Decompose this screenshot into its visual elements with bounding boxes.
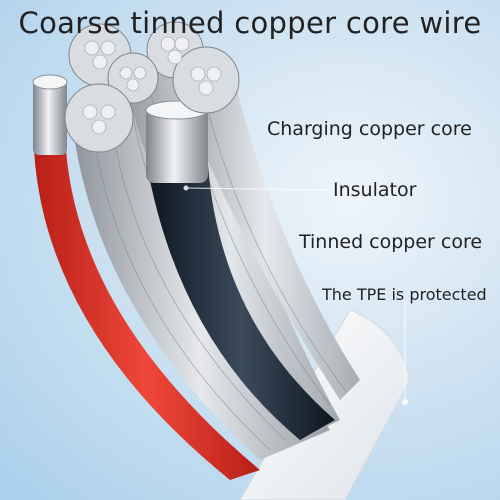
callout-insulator: Insulator xyxy=(333,179,417,201)
image-title: Coarse tinned copper core wire xyxy=(18,6,482,40)
black-insulation xyxy=(148,165,335,440)
callout-tpe-protected: The TPE is protected xyxy=(322,285,487,304)
callout-charging-copper-core: Charging copper core xyxy=(267,118,472,140)
callout-tinned-copper-core: Tinned copper core xyxy=(299,231,483,253)
red-core-cap xyxy=(33,80,67,155)
black-core-cap xyxy=(146,108,208,183)
red-insulation xyxy=(34,150,260,480)
